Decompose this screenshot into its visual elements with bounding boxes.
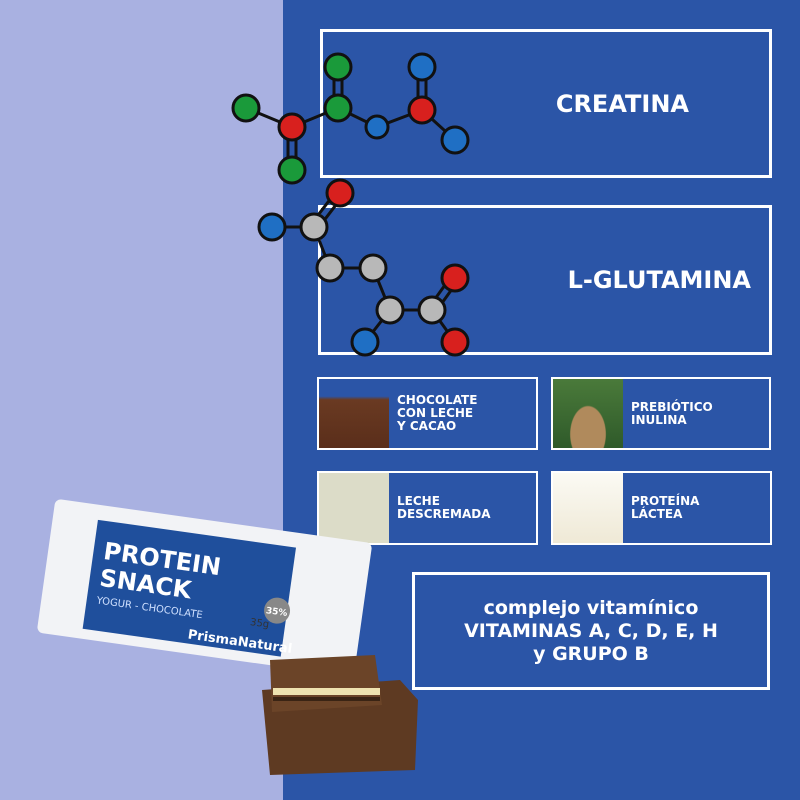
atom	[440, 263, 470, 293]
vitamins-line2: VITAMINAS A, C, D, E, H	[464, 619, 718, 642]
protein-bar-wrapper: PROTEIN SNACK YOGUR - CHOCOLATE PrismaNa…	[37, 499, 372, 677]
atom	[440, 125, 470, 155]
card-label: PROTEÍNA LÁCTEA	[631, 494, 700, 521]
chocolate-wafers	[262, 655, 418, 775]
atom	[257, 212, 287, 242]
chocolate-photo	[319, 379, 389, 448]
chicory-root-photo	[553, 379, 623, 448]
atom	[323, 93, 353, 123]
card-leche: LECHE DESCREMADA	[317, 471, 538, 545]
atom	[350, 327, 380, 357]
card-label: CHOCOLATE CON LECHE Y CACAO	[397, 393, 478, 433]
milk-pour-photo	[553, 473, 623, 543]
vitamins-line3: y GRUPO B	[533, 642, 649, 665]
card-inulina: PREBIÓTICO INULINA	[551, 377, 771, 450]
atom	[315, 253, 345, 283]
creatina-label: CREATINA	[555, 89, 689, 118]
atom	[325, 178, 355, 208]
atom	[277, 155, 307, 185]
atom	[375, 295, 405, 325]
card-proteina: PROTEÍNA LÁCTEA	[551, 471, 772, 545]
protein-badge: 35%	[265, 606, 288, 619]
weight-label: 35g	[249, 617, 269, 631]
milk-powder-photo	[319, 473, 389, 543]
atom	[407, 52, 437, 82]
vitamins-box: complejo vitamínico VITAMINAS A, C, D, E…	[412, 572, 770, 690]
atom	[440, 327, 470, 357]
atom	[231, 93, 261, 123]
atom	[407, 95, 437, 125]
card-label: PREBIÓTICO INULINA	[631, 399, 713, 427]
vitamins-line1: complejo vitamínico	[483, 596, 699, 619]
atom	[323, 52, 353, 82]
glutamina-box: L-GLUTAMINA	[318, 205, 772, 355]
atom	[277, 112, 307, 142]
atom	[417, 295, 447, 325]
glutamina-label: L-GLUTAMINA	[567, 266, 751, 294]
card-chocolate: CHOCOLATE CON LECHE Y CACAO	[317, 377, 538, 450]
card-label: LECHE DESCREMADA	[397, 494, 491, 521]
atom	[299, 212, 329, 242]
creatina-box: CREATINA	[320, 29, 772, 178]
atom	[364, 114, 390, 140]
atom	[358, 253, 388, 283]
